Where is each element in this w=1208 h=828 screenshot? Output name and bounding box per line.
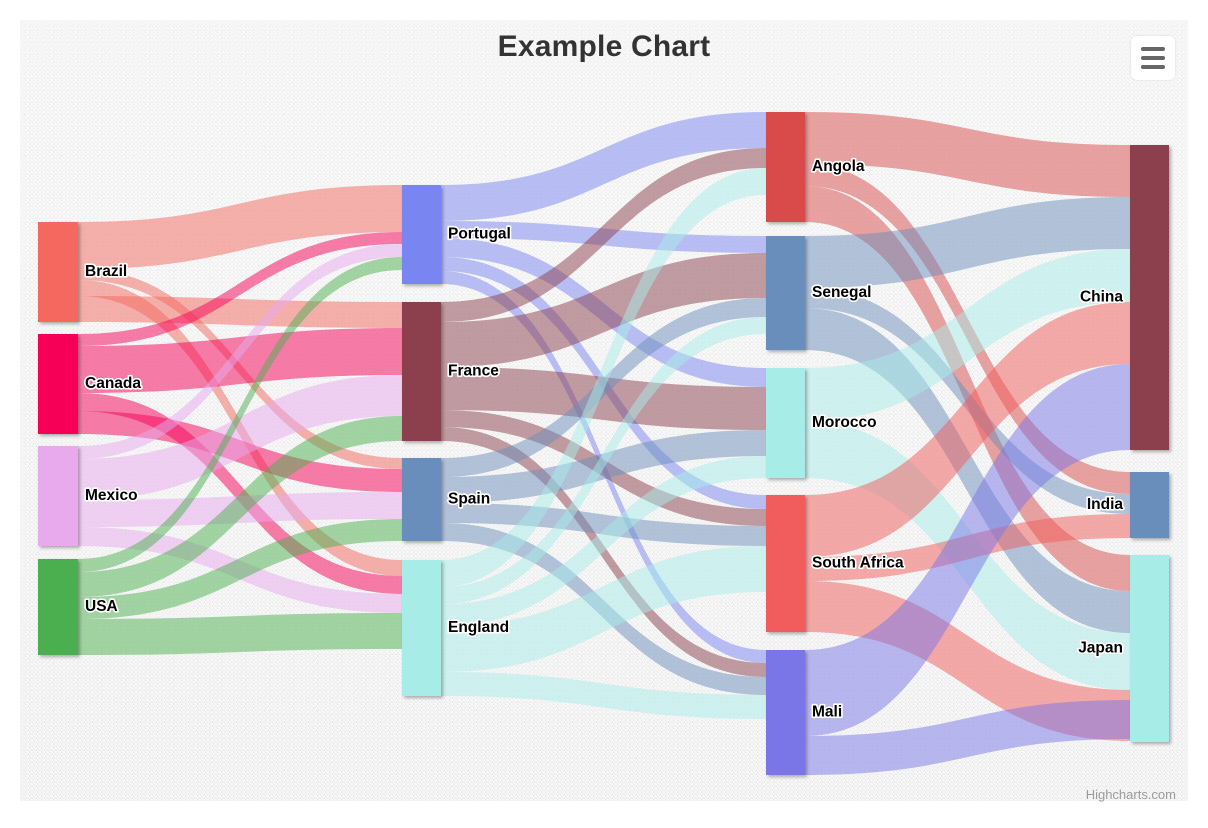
sankey-link[interactable] xyxy=(805,112,1130,197)
sankey-link[interactable] xyxy=(78,328,402,393)
sankey-node-england[interactable] xyxy=(402,560,441,696)
sankey-node-mexico[interactable] xyxy=(38,446,78,546)
sankey-node-label-mali: Mali xyxy=(812,704,842,721)
hamburger-menu-icon[interactable] xyxy=(1131,36,1175,80)
sankey-node-label-spain: Spain xyxy=(448,491,490,508)
sankey-link[interactable] xyxy=(805,700,1130,775)
sankey-link[interactable] xyxy=(805,308,1130,633)
sankey-node-label-morocco: Morocco xyxy=(812,414,877,431)
sankey-node-label-mexico: Mexico xyxy=(85,487,138,504)
sankey-link[interactable] xyxy=(78,185,402,269)
sankey-node-label-senegal: Senegal xyxy=(812,284,871,301)
sankey-link[interactable] xyxy=(441,148,766,322)
sankey-node-label-usa: USA xyxy=(85,598,118,615)
sankey-node-france[interactable] xyxy=(402,302,441,441)
sankey-node-label-china: China xyxy=(1080,289,1123,306)
sankey-node-label-japan: Japan xyxy=(1078,640,1123,657)
sankey-node-japan[interactable] xyxy=(1130,555,1169,742)
sankey-node-label-brazil: Brazil xyxy=(85,263,127,280)
sankey-link[interactable] xyxy=(78,375,402,500)
sankey-node-label-angola: Angola xyxy=(812,158,865,175)
hamburger-bar-3 xyxy=(1141,65,1165,69)
sankey-link[interactable] xyxy=(78,296,402,328)
sankey-link[interactable] xyxy=(78,416,402,597)
sankey-link[interactable] xyxy=(78,393,402,594)
sankey-link[interactable] xyxy=(441,503,766,546)
sankey-node-label-england: England xyxy=(448,619,509,636)
sankey-link[interactable] xyxy=(441,546,766,672)
sankey-link[interactable] xyxy=(805,249,1130,421)
sankey-link[interactable] xyxy=(78,232,402,346)
hamburger-bar-1 xyxy=(1141,47,1165,51)
sankey-node-china[interactable] xyxy=(1130,145,1169,450)
sankey-link[interactable] xyxy=(805,186,1130,591)
sankey-node-india[interactable] xyxy=(1130,472,1169,538)
sankey-link[interactable] xyxy=(805,197,1130,288)
sankey-node-south-africa[interactable] xyxy=(766,495,805,632)
sankey-link[interactable] xyxy=(441,168,766,587)
sankey-link[interactable] xyxy=(441,456,766,626)
sankey-link[interactable] xyxy=(78,613,402,655)
sankey-node-morocco[interactable] xyxy=(766,368,805,478)
sankey-node-angola[interactable] xyxy=(766,112,805,222)
sankey-node-label-south-africa: South Africa xyxy=(812,555,904,572)
sankey-nodes-layer xyxy=(38,112,1169,775)
sankey-link[interactable] xyxy=(78,244,402,459)
hamburger-bar-2 xyxy=(1141,56,1165,60)
sankey-link[interactable] xyxy=(441,672,766,719)
sankey-node-canada[interactable] xyxy=(38,334,78,434)
sankey-node-mali[interactable] xyxy=(766,650,805,775)
sankey-node-label-france: France xyxy=(448,363,499,380)
sankey-link[interactable] xyxy=(441,317,766,604)
sankey-link[interactable] xyxy=(78,257,402,572)
sankey-node-label-india: India xyxy=(1087,496,1124,513)
sankey-link[interactable] xyxy=(78,519,402,619)
sankey-link[interactable] xyxy=(805,364,1130,736)
sankey-node-label-portugal: Portugal xyxy=(448,226,511,243)
sankey-node-usa[interactable] xyxy=(38,559,78,655)
sankey-link[interactable] xyxy=(441,253,766,367)
sankey-node-brazil[interactable] xyxy=(38,222,78,322)
sankey-node-label-canada: Canada xyxy=(85,375,141,392)
highcharts-credits[interactable]: Highcharts.com xyxy=(1085,787,1176,802)
sankey-links-layer xyxy=(78,112,1130,775)
sankey-node-portugal[interactable] xyxy=(402,185,441,284)
sankey-link[interactable] xyxy=(441,367,766,430)
sankey-node-spain[interactable] xyxy=(402,458,441,541)
sankey-link[interactable] xyxy=(441,112,766,221)
sankey-link[interactable] xyxy=(805,302,1130,557)
sankey-node-senegal[interactable] xyxy=(766,236,805,350)
